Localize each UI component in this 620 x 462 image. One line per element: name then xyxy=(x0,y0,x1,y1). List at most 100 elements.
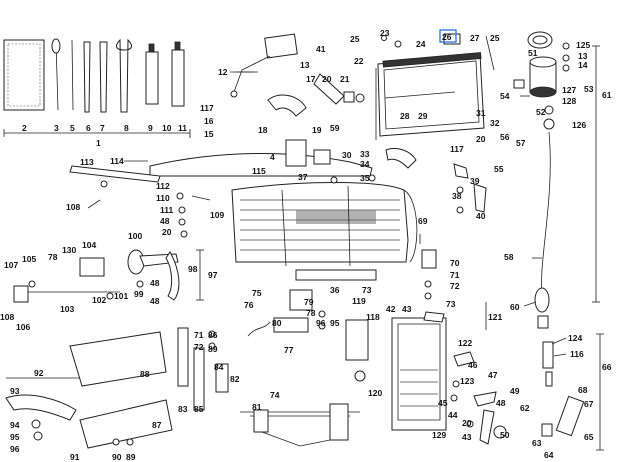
callout-120: 120 xyxy=(368,388,382,398)
callout-21: 21 xyxy=(340,74,350,84)
callout-89b: 89 xyxy=(126,452,136,462)
callout-73: 73 xyxy=(446,299,456,309)
callout-83: 83 xyxy=(178,404,188,414)
callout-59: 59 xyxy=(330,123,340,133)
callout-56: 56 xyxy=(500,132,510,142)
box-spanner-icon xyxy=(145,51,159,105)
callout-100: 100 xyxy=(128,231,142,241)
callout-57: 57 xyxy=(516,138,526,148)
callout-97: 97 xyxy=(208,270,218,280)
callout-58: 58 xyxy=(504,252,514,262)
callout-73b: 73 xyxy=(362,285,372,295)
strip-bar-icon xyxy=(295,269,377,281)
callout-41: 41 xyxy=(316,44,326,54)
callout-17: 17 xyxy=(306,74,316,84)
callout-126: 126 xyxy=(572,120,586,130)
callout-9: 9 xyxy=(148,123,153,133)
step-panel-icon xyxy=(79,399,173,449)
latch-plate-icon xyxy=(273,317,309,333)
hinge-strip-icon xyxy=(177,327,189,387)
callout-7: 7 xyxy=(100,123,105,133)
callout-30: 30 xyxy=(342,150,352,160)
callout-90: 90 xyxy=(112,452,122,462)
callout-85: 85 xyxy=(194,404,204,414)
callout-91: 91 xyxy=(70,452,80,462)
callout-47: 47 xyxy=(488,370,498,380)
spanner-icon xyxy=(83,41,91,113)
callout-116: 116 xyxy=(570,349,584,359)
callout-36: 36 xyxy=(330,285,340,295)
callout-25a: 25 xyxy=(350,34,360,44)
callout-19: 19 xyxy=(312,125,322,135)
callout-106: 106 xyxy=(16,322,30,332)
callout-23: 23 xyxy=(380,28,390,38)
callout-20b: 20 xyxy=(476,134,486,144)
callout-39: 39 xyxy=(470,176,480,186)
latch-block-icon xyxy=(79,257,105,277)
callout-48a: 48 xyxy=(160,216,170,226)
callout-113: 113 xyxy=(80,157,94,167)
mirror-icon xyxy=(264,33,298,59)
callout-18: 18 xyxy=(258,125,268,135)
callout-86: 86 xyxy=(208,330,218,340)
callout-10: 10 xyxy=(162,123,172,133)
door-frame-icon xyxy=(391,317,447,431)
callout-117b: 117 xyxy=(450,144,464,154)
callout-14: 14 xyxy=(578,60,588,70)
door-lock-icon xyxy=(345,319,369,361)
callout-26: 26 xyxy=(442,32,452,42)
callout-1: 1 xyxy=(96,138,101,148)
callout-88: 88 xyxy=(140,369,150,379)
callout-11: 11 xyxy=(178,123,187,133)
callout-71a: 71 xyxy=(450,270,460,280)
callout-119: 119 xyxy=(352,296,366,306)
latch-assembly-left xyxy=(13,192,211,303)
callout-49: 49 xyxy=(510,386,520,396)
callout-55: 55 xyxy=(494,164,504,174)
callout-78b: 78 xyxy=(306,308,316,318)
callout-35: 35 xyxy=(360,173,370,183)
callout-28: 28 xyxy=(400,111,410,121)
hinge-strips xyxy=(177,327,229,411)
mudflap-icon xyxy=(5,394,77,421)
callout-71b: 71 xyxy=(194,330,204,340)
callout-20a: 20 xyxy=(322,74,332,84)
callout-107: 107 xyxy=(4,260,18,270)
callout-94: 94 xyxy=(10,420,20,430)
callout-128: 128 xyxy=(562,96,576,106)
callout-48b: 48 xyxy=(150,278,160,288)
callout-99: 99 xyxy=(134,289,144,299)
callout-104: 104 xyxy=(82,240,96,250)
callout-20c: 20 xyxy=(162,227,172,237)
callout-115: 115 xyxy=(252,166,266,176)
callout-15a: 15 xyxy=(204,129,214,139)
windshield-assembly xyxy=(355,33,495,140)
wrench-icon xyxy=(99,41,108,113)
callout-102: 102 xyxy=(92,295,106,305)
center-small-parts xyxy=(247,73,487,337)
callout-43b: 43 xyxy=(462,432,472,442)
pedal-bar-assembly xyxy=(240,403,360,447)
callout-46: 46 xyxy=(468,360,478,370)
callout-77: 77 xyxy=(284,345,294,355)
callout-13a: 13 xyxy=(300,60,310,70)
tool-kit-group xyxy=(3,38,191,137)
callout-122: 122 xyxy=(458,338,472,348)
speedometer-assembly xyxy=(513,31,604,451)
callout-96b: 96 xyxy=(10,444,20,454)
callout-96: 96 xyxy=(316,318,326,328)
tool-bag-icon xyxy=(3,39,45,111)
callout-38: 38 xyxy=(452,191,462,201)
callout-129: 129 xyxy=(432,430,446,440)
callout-31: 31 xyxy=(476,108,486,118)
callout-103: 103 xyxy=(60,304,74,314)
callout-3: 3 xyxy=(54,123,59,133)
callout-111: 111 xyxy=(160,205,174,215)
callout-70: 70 xyxy=(450,258,460,268)
callout-95b: 95 xyxy=(10,432,20,442)
bracket-plate-icon xyxy=(285,139,307,167)
callout-52: 52 xyxy=(536,107,546,117)
callout-5: 5 xyxy=(70,123,75,133)
floor-panels xyxy=(5,331,173,449)
